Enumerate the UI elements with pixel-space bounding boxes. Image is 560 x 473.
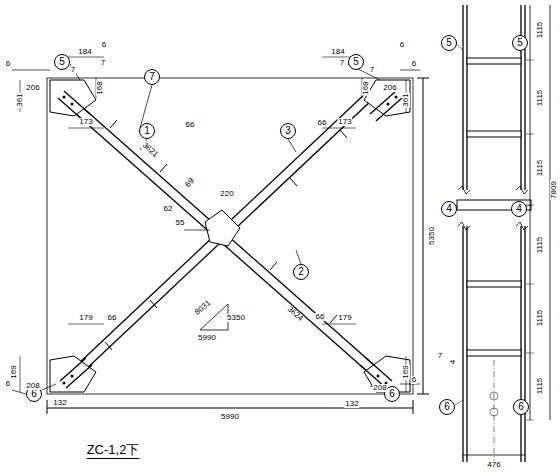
dimension-label: 173	[337, 118, 352, 126]
dimension-label: 7	[437, 352, 443, 360]
dimension-label: 361	[16, 92, 24, 107]
dimension-label: 7	[70, 66, 76, 74]
dimension-label: 55	[175, 219, 186, 227]
dimension-label: 5350	[226, 314, 246, 322]
dimension-label: 1115	[536, 159, 544, 178]
callout-number: 5	[517, 38, 523, 48]
dimension-label: 220	[219, 190, 234, 198]
dimension-label: 7	[100, 59, 106, 67]
dimension-label: 66	[185, 121, 196, 129]
dimension-label: 361	[402, 92, 410, 107]
dimension-label: 8031	[193, 298, 213, 317]
dimension-label: 208	[372, 384, 387, 392]
dimension-label: 69	[183, 176, 196, 189]
dimension-label: 6	[5, 60, 11, 68]
dimension-label: 66	[107, 314, 118, 322]
dimension-label: 168	[362, 80, 370, 95]
dimension-label: 184	[330, 48, 345, 56]
callout-circle: 4	[511, 201, 527, 217]
dimension-label: 169	[402, 364, 410, 379]
dimension-label: 179	[78, 314, 93, 322]
dimension-label: 132	[344, 400, 359, 408]
dimension-label: 7809	[550, 180, 558, 200]
dimension-label: 132	[52, 399, 67, 407]
dimension-label: 6	[411, 376, 417, 384]
callout-circle: 3	[280, 123, 296, 139]
callout-circle: 2	[293, 264, 309, 280]
callout-number: 1	[144, 126, 150, 136]
dimension-label: 7	[339, 59, 345, 67]
callout-circle: 7	[144, 69, 160, 85]
dimension-label: 184	[77, 48, 92, 56]
callout-circle: 1	[139, 123, 155, 139]
callout-number: 6	[518, 402, 524, 412]
dimension-label: 66	[315, 313, 326, 321]
callout-number: 5	[353, 57, 359, 67]
dimension-label: 6	[101, 41, 107, 49]
dimension-label: 3624	[285, 304, 305, 323]
dimension-label: 5350	[428, 226, 436, 246]
dimension-label: 206	[25, 84, 40, 92]
dimension-label: 1115	[536, 377, 544, 396]
callout-number: 5	[446, 38, 452, 48]
callout-number: 6	[389, 389, 395, 399]
dimension-label: 6	[5, 380, 11, 388]
callout-number: 2	[298, 267, 304, 277]
dimension-label: 62	[163, 205, 174, 213]
dimension-label: 1115	[536, 21, 544, 40]
dimension-label: 6	[399, 41, 405, 49]
callout-number: 6	[444, 402, 450, 412]
dimension-label: 169	[10, 364, 18, 379]
dimension-label: 7	[369, 66, 375, 74]
callout-circle: 5	[441, 35, 457, 51]
dimension-label: 206	[382, 84, 397, 92]
callout-circle: 6	[439, 399, 455, 415]
callout-number: 7	[149, 72, 155, 82]
dimension-label: 1115	[536, 309, 544, 328]
dimension-label: 173	[78, 118, 93, 126]
dimension-label: 3621	[140, 140, 160, 159]
dimension-label: 168	[96, 80, 104, 95]
dimension-label: 4	[449, 359, 457, 365]
dimension-label: 1115	[536, 89, 544, 108]
callout-circle: 4	[441, 201, 457, 217]
dimension-label: 1115	[536, 236, 544, 255]
callout-circle: 5	[348, 54, 364, 70]
callout-number: 5	[59, 57, 65, 67]
dimension-label: 476	[486, 461, 501, 469]
callout-circle: 5	[54, 54, 70, 70]
dimension-label: 66	[317, 119, 328, 127]
callout-circle: 6	[513, 399, 529, 415]
dimension-label: 5990	[220, 413, 240, 421]
dimension-label: 208	[25, 382, 40, 390]
dimension-label: 6	[411, 60, 417, 68]
drawing-title: ZC-1,2下	[87, 443, 140, 459]
callout-number: 4	[446, 204, 452, 214]
callout-circle: 5	[512, 35, 528, 51]
dimension-label: 179	[337, 314, 352, 322]
callout-number: 3	[285, 126, 291, 136]
dimension-label: 5990	[197, 334, 217, 342]
callout-number: 4	[516, 204, 522, 214]
callout-number: 6	[31, 389, 37, 399]
